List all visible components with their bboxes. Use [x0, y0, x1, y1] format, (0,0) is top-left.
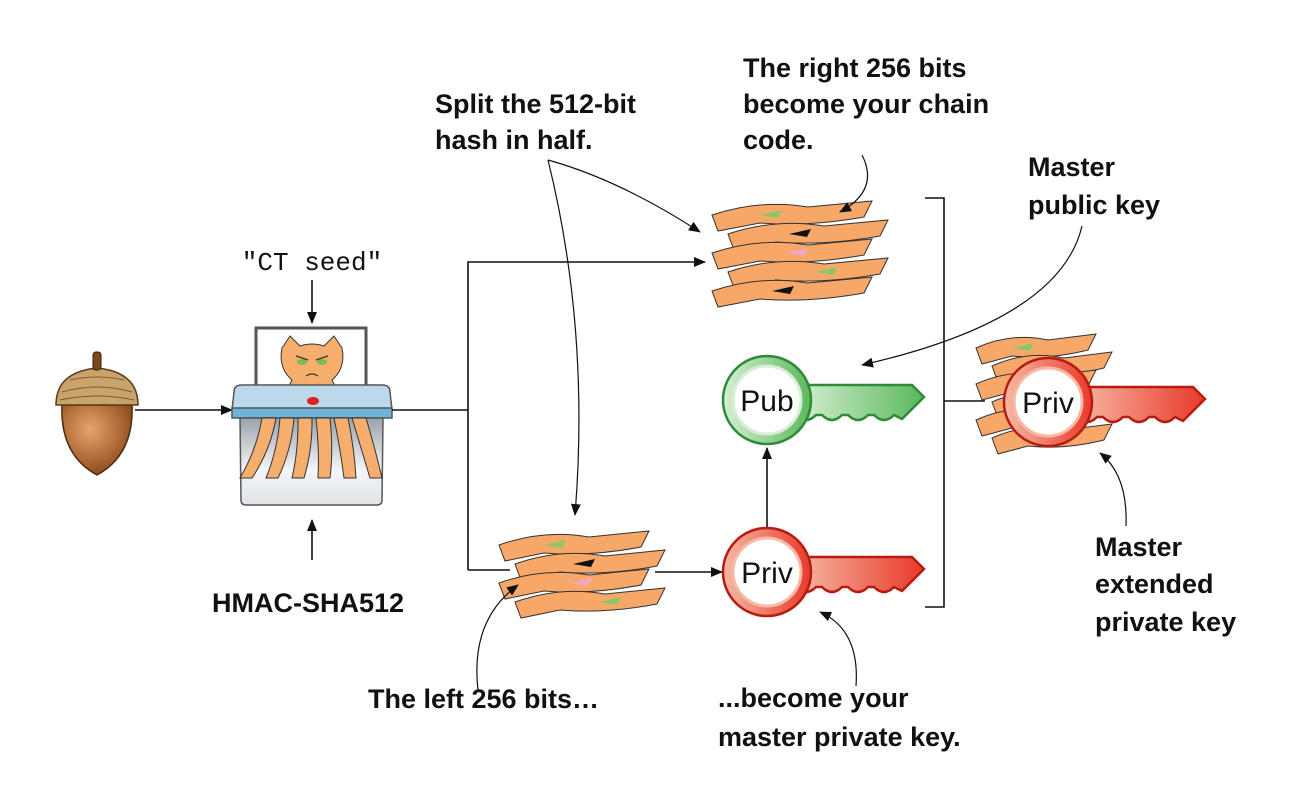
strip-mark: [760, 210, 782, 218]
arrow-to-right-bits: [467, 257, 706, 570]
right-256-bits-strips-icon: [711, 200, 889, 308]
master-extended-label-line1: Master: [1095, 532, 1183, 562]
strip-mark: [772, 286, 794, 294]
strip-mark: [570, 578, 592, 586]
key-blade: [1073, 385, 1207, 424]
split-label-line2: hash in half.: [435, 125, 593, 155]
split-label-line1: Split the 512-bit: [435, 89, 636, 119]
key-blade: [792, 383, 926, 422]
callout-master-public: [861, 225, 1083, 368]
become-private-label-line2: master private key.: [718, 722, 961, 752]
seed-label: "CT seed": [242, 248, 382, 278]
shred-strip: [315, 417, 333, 479]
strip: [514, 587, 666, 619]
callout-master-extended: [1099, 452, 1127, 527]
key-label: Priv: [1022, 387, 1074, 420]
callout-split-to-left: [547, 159, 581, 516]
callout-become-private: [819, 611, 857, 687]
right-bits-label-line1: The right 256 bits: [743, 53, 967, 83]
strip-mark: [573, 559, 595, 567]
master-public-label-line1: Master: [1028, 152, 1116, 182]
strip-mark: [786, 248, 808, 256]
shred-strip: [239, 417, 277, 479]
right-bits-label-line3: code.: [743, 125, 814, 155]
master-extended-label-line2: extended: [1095, 569, 1214, 599]
strip-mark: [1012, 343, 1034, 351]
master-extended-label-line3: private key: [1095, 607, 1236, 637]
strip: [711, 276, 873, 308]
master-public-label-line2: public key: [1028, 190, 1160, 220]
master-private-key-icon: Priv: [721, 526, 926, 618]
shredder-with-cat-icon: [231, 326, 393, 506]
key-bow-inner: [1012, 366, 1084, 438]
left-256-bits-strips-icon: [498, 530, 666, 619]
master-public-key-icon: Pub: [721, 354, 926, 446]
key-bow-inner: [731, 536, 803, 608]
right-bits-label-line2: become your chain: [743, 89, 989, 119]
bracket: [925, 197, 945, 608]
callout-split-to-right: [547, 159, 701, 233]
callout-chain-code: [839, 154, 869, 213]
key-blade: [792, 555, 926, 594]
shred-strip: [265, 417, 295, 479]
left-bits-label: The left 256 bits…: [368, 684, 599, 714]
key-label: Pub: [740, 385, 793, 418]
acorn-icon: [55, 351, 139, 476]
master-extended-private-key-icon: Priv: [1002, 356, 1207, 448]
callout-left-bits: [476, 584, 519, 691]
shred-strip: [351, 417, 383, 479]
strip-mark: [599, 597, 621, 605]
shred-strip: [333, 417, 357, 479]
strip-mark: [789, 229, 811, 237]
hmac-label: HMAC-SHA512: [212, 588, 404, 618]
shred-strip: [291, 417, 313, 479]
strip-mark: [815, 267, 837, 275]
strip-mark: [544, 540, 566, 548]
key-bow-inner: [731, 364, 803, 436]
key-label: Priv: [741, 557, 793, 590]
become-private-label-line1: ...become your: [718, 683, 909, 713]
